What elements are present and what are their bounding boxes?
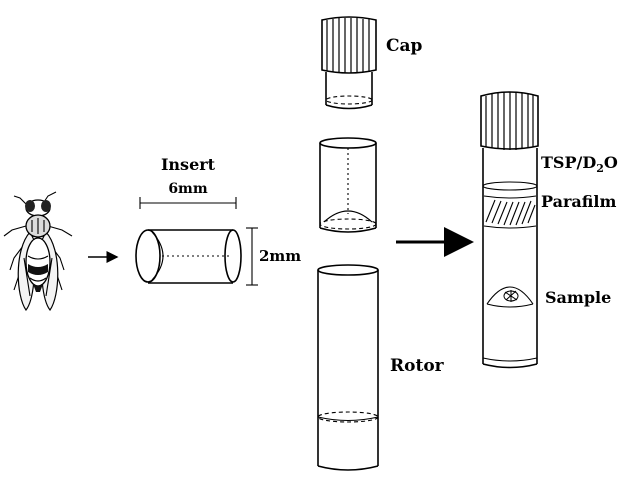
insert-length-label: 6mm — [168, 181, 208, 197]
insert-label: Insert — [161, 155, 216, 174]
cap-component — [321, 16, 377, 110]
cap-label: Cap — [386, 36, 423, 56]
parafilm-label: Parafilm — [541, 192, 616, 211]
assembled-rotor — [480, 91, 539, 369]
parafilm-layer — [483, 195, 537, 229]
rotor-label: Rotor — [390, 356, 445, 376]
sample-label: Sample — [545, 288, 611, 307]
insert-diameter-label: 2mm — [259, 247, 301, 265]
insert-tube — [135, 197, 258, 286]
fruit-fly-illustration — [3, 191, 73, 311]
insert-holder-component — [319, 137, 377, 233]
tsp-d2o-label: TSP/D2O — [541, 153, 618, 175]
rotor-component — [317, 264, 379, 471]
sample-region — [486, 286, 534, 308]
